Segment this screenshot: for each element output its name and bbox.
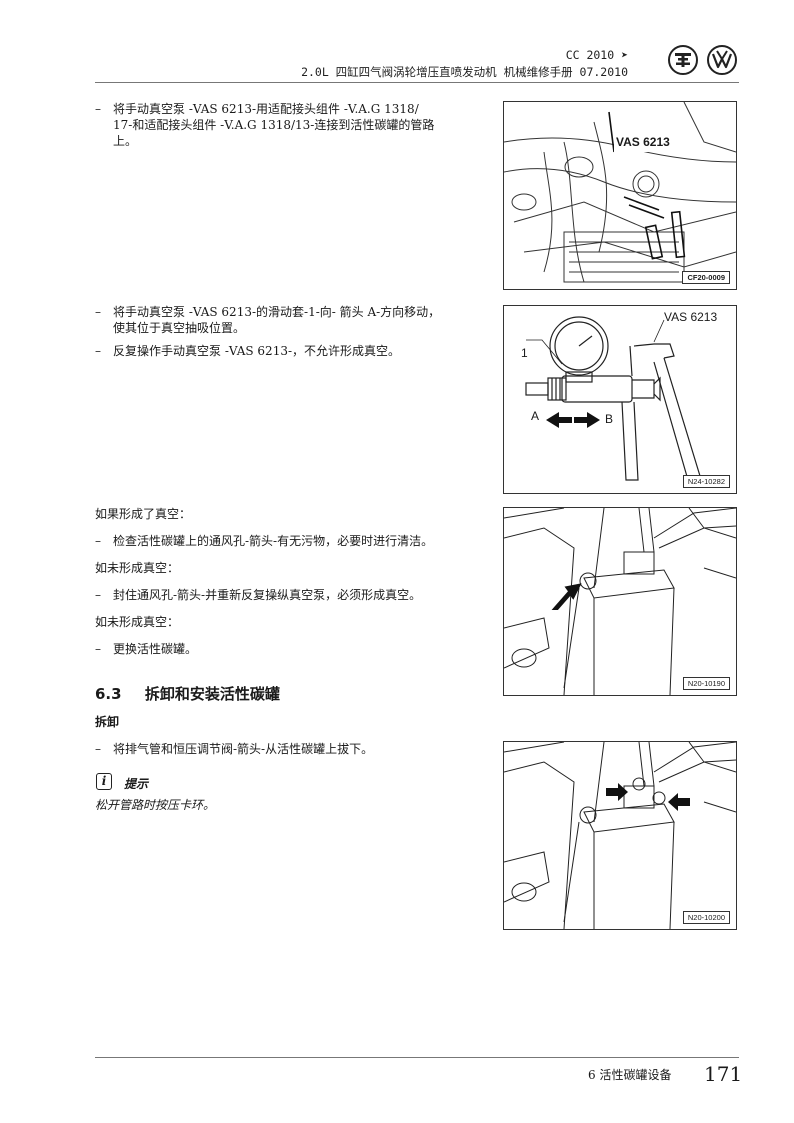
section-heading: 6.3 拆卸和安装活性碳罐 — [95, 683, 280, 704]
figure-canister-hoses: N20-10200 — [503, 741, 737, 930]
condition-vacuum-formed: 如果形成了真空： — [95, 507, 192, 521]
bullet-dash: – — [95, 642, 101, 656]
step-text: 上。 — [113, 134, 138, 148]
tool-label: VAS 6213 — [664, 310, 718, 324]
step-text: 检查活性碳罐上的通风孔-箭头-有无污物，必要时进行清洁。 — [113, 534, 434, 548]
figure-engine-bay-pump: VAS 6213 CF20-0009 — [503, 101, 737, 290]
bullet-dash: – — [95, 305, 101, 319]
section-number: 6.3 — [95, 685, 122, 703]
bullet-dash: – — [95, 742, 101, 756]
step-text: 反复操作手动真空泵 -VAS 6213-，不允许形成真空。 — [113, 344, 401, 358]
step-text: 使其位于真空抽吸位置。 — [113, 321, 246, 335]
footer-chapter: 6 活性碳罐设备 — [588, 1068, 672, 1082]
step-text: 封住通风孔-箭头-并重新反复操纵真空泵，必须形成真空。 — [113, 588, 422, 602]
step-replace-canister: – 更换活性碳罐。 — [95, 641, 480, 657]
engine-bay-illustration — [504, 102, 736, 283]
faw-logo — [668, 45, 698, 75]
figure-canister-vent: N20-10190 — [503, 507, 737, 696]
step-text: 更换活性碳罐。 — [113, 642, 198, 656]
step-text: 将手动真空泵 -VAS 6213-用适配接头组件 -V.A.G 1318/ — [113, 102, 419, 116]
condition-no-vacuum: 如未形成真空： — [95, 561, 180, 575]
figure-tag: N20-10190 — [682, 677, 730, 690]
condition-no-vacuum-2: 如未形成真空： — [95, 615, 180, 629]
step-operate-pump: – 反复操作手动真空泵 -VAS 6213-，不允许形成真空。 — [95, 343, 480, 359]
step-remove-hoses: – 将排气管和恒压调节阀-箭头-从活性碳罐上拔下。 — [95, 741, 480, 757]
step-seal-vent: – 封住通风孔-箭头-并重新反复操纵真空泵，必须形成真空。 — [95, 587, 480, 603]
removal-heading: 拆卸 — [95, 715, 120, 729]
canister-hoses-illustration — [504, 742, 736, 929]
vw-logo — [707, 45, 737, 75]
arrow-a-label: A — [531, 409, 540, 423]
step-text: 17-和适配接头组件 -V.A.G 1318/13-连接到活性碳罐的管路 — [113, 118, 435, 132]
bullet-dash: – — [95, 588, 101, 602]
page-number: 171 — [704, 1062, 743, 1086]
header-manual-title: 2.0L 四缸四气阀涡轮增压直喷发动机 机械维修手册 07.2010 — [301, 65, 628, 79]
tool-label: VAS 6213 — [616, 135, 670, 149]
figure-tag: CF20-0009 — [682, 271, 730, 284]
arrow-b-label: B — [605, 412, 614, 426]
figure-vacuum-pump: VAS 6213 1 A B N24-10282 — [503, 305, 737, 494]
header-model: CC 2010 ➤ — [565, 48, 628, 62]
note-text: 松开管路时按压卡环。 — [95, 798, 216, 812]
note-title: 提示 — [124, 777, 149, 791]
vacuum-pump-illustration — [525, 316, 701, 481]
step-check-vent: – 检查活性碳罐上的通风孔-箭头-有无污物，必要时进行清洁。 — [95, 533, 480, 549]
canister-vent-illustration — [504, 508, 736, 695]
figure-tag: N24-10282 — [682, 475, 730, 488]
step-text: 将排气管和恒压调节阀-箭头-从活性碳罐上拔下。 — [113, 742, 374, 756]
bullet-dash: – — [95, 344, 101, 358]
step-text: 将手动真空泵 -VAS 6213-的滑动套-1-向- 箭头 A-方向移动， — [113, 305, 441, 319]
info-icon: i — [96, 773, 112, 790]
footer-rule — [95, 1057, 739, 1058]
header-rule — [95, 82, 739, 83]
figure-tag: N20-10200 — [682, 911, 730, 924]
section-title: 拆卸和安装活性碳罐 — [144, 685, 280, 703]
bullet-dash: – — [95, 534, 101, 548]
step-move-sleeve: – 将手动真空泵 -VAS 6213-的滑动套-1-向- 箭头 A-方向移动， … — [95, 304, 480, 336]
callout-1: 1 — [521, 346, 528, 360]
step-connect-pump: – 将手动真空泵 -VAS 6213-用适配接头组件 -V.A.G 1318/ … — [95, 101, 480, 149]
bullet-dash: – — [95, 102, 101, 116]
